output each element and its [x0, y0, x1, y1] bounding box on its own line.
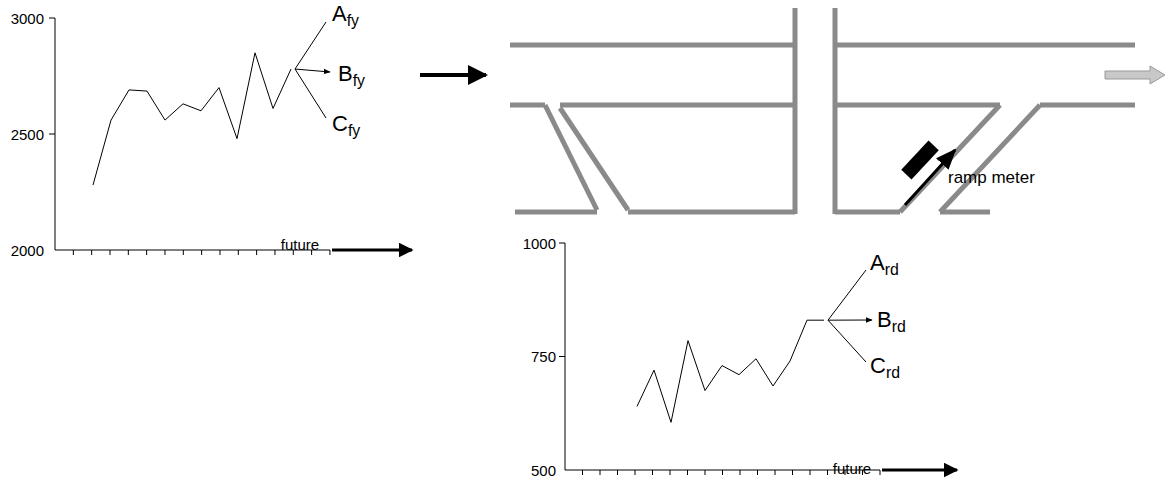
x-tick: [329, 250, 330, 255]
x-tick: [219, 250, 220, 255]
y-tick: [49, 18, 55, 19]
scenario-branch: [828, 320, 866, 362]
scenario-label: Cfy: [332, 113, 360, 135]
x-tick: [238, 250, 239, 255]
x-tick: [757, 470, 758, 475]
highway-map: [510, 8, 1135, 214]
outflow-arrow: [1105, 66, 1165, 84]
ramp-traffic-arrow: [905, 150, 955, 205]
x-tick: [722, 470, 723, 475]
x-tick: [635, 470, 636, 475]
scenario-branch: [295, 69, 330, 72]
axis-value: 2500: [11, 127, 44, 142]
x-tick: [670, 470, 671, 475]
x-tick: [600, 470, 601, 475]
scenario-label: Afy: [332, 3, 359, 25]
x-tick: [91, 250, 92, 255]
y-tick: [559, 243, 565, 244]
x-tick: [827, 470, 828, 475]
x-tick: [164, 250, 165, 255]
x-tick: [183, 250, 184, 255]
x-tick: [73, 250, 74, 255]
axis-value: 2000: [11, 243, 44, 258]
series-line: [93, 53, 291, 185]
y-tick: [49, 134, 55, 135]
future-arrow: [882, 469, 957, 472]
y-tick: [559, 356, 565, 357]
future-label: future: [281, 237, 319, 252]
x-tick: [146, 250, 147, 255]
ramp-meter-label: ramp meter: [948, 169, 1035, 186]
axis-value: 750: [531, 349, 556, 364]
x-tick: [652, 470, 653, 475]
scenario-label: Brd: [877, 309, 906, 331]
x-tick: [880, 470, 881, 475]
x-tick: [810, 470, 811, 475]
future-label: future: [833, 461, 871, 476]
scenario-branch: [828, 320, 872, 321]
x-tick: [705, 470, 706, 475]
flow-arrow: [420, 75, 486, 76]
future-arrow: [332, 249, 412, 252]
axis-value: 500: [531, 463, 556, 478]
x-tick: [582, 470, 583, 475]
x-tick: [617, 470, 618, 475]
x-tick: [775, 470, 776, 475]
axis-value: 1000: [523, 236, 556, 251]
scenario-branch: [295, 69, 326, 118]
x-tick: [256, 250, 257, 255]
series-line: [637, 320, 824, 422]
x-tick: [201, 250, 202, 255]
scenario-label: Bfy: [338, 63, 365, 85]
scenario-branch: [295, 22, 326, 69]
ramp-demand-chart: [559, 243, 957, 475]
scenario-label: Crd: [870, 355, 900, 377]
axis-value: 3000: [11, 11, 44, 26]
x-tick: [128, 250, 129, 255]
x-tick: [274, 250, 275, 255]
freeway-volume-chart: [49, 18, 412, 255]
x-tick: [740, 470, 741, 475]
scenario-branch: [828, 270, 866, 320]
x-tick: [792, 470, 793, 475]
scenario-label: Ard: [870, 252, 899, 274]
x-tick: [687, 470, 688, 475]
x-tick: [109, 250, 110, 255]
